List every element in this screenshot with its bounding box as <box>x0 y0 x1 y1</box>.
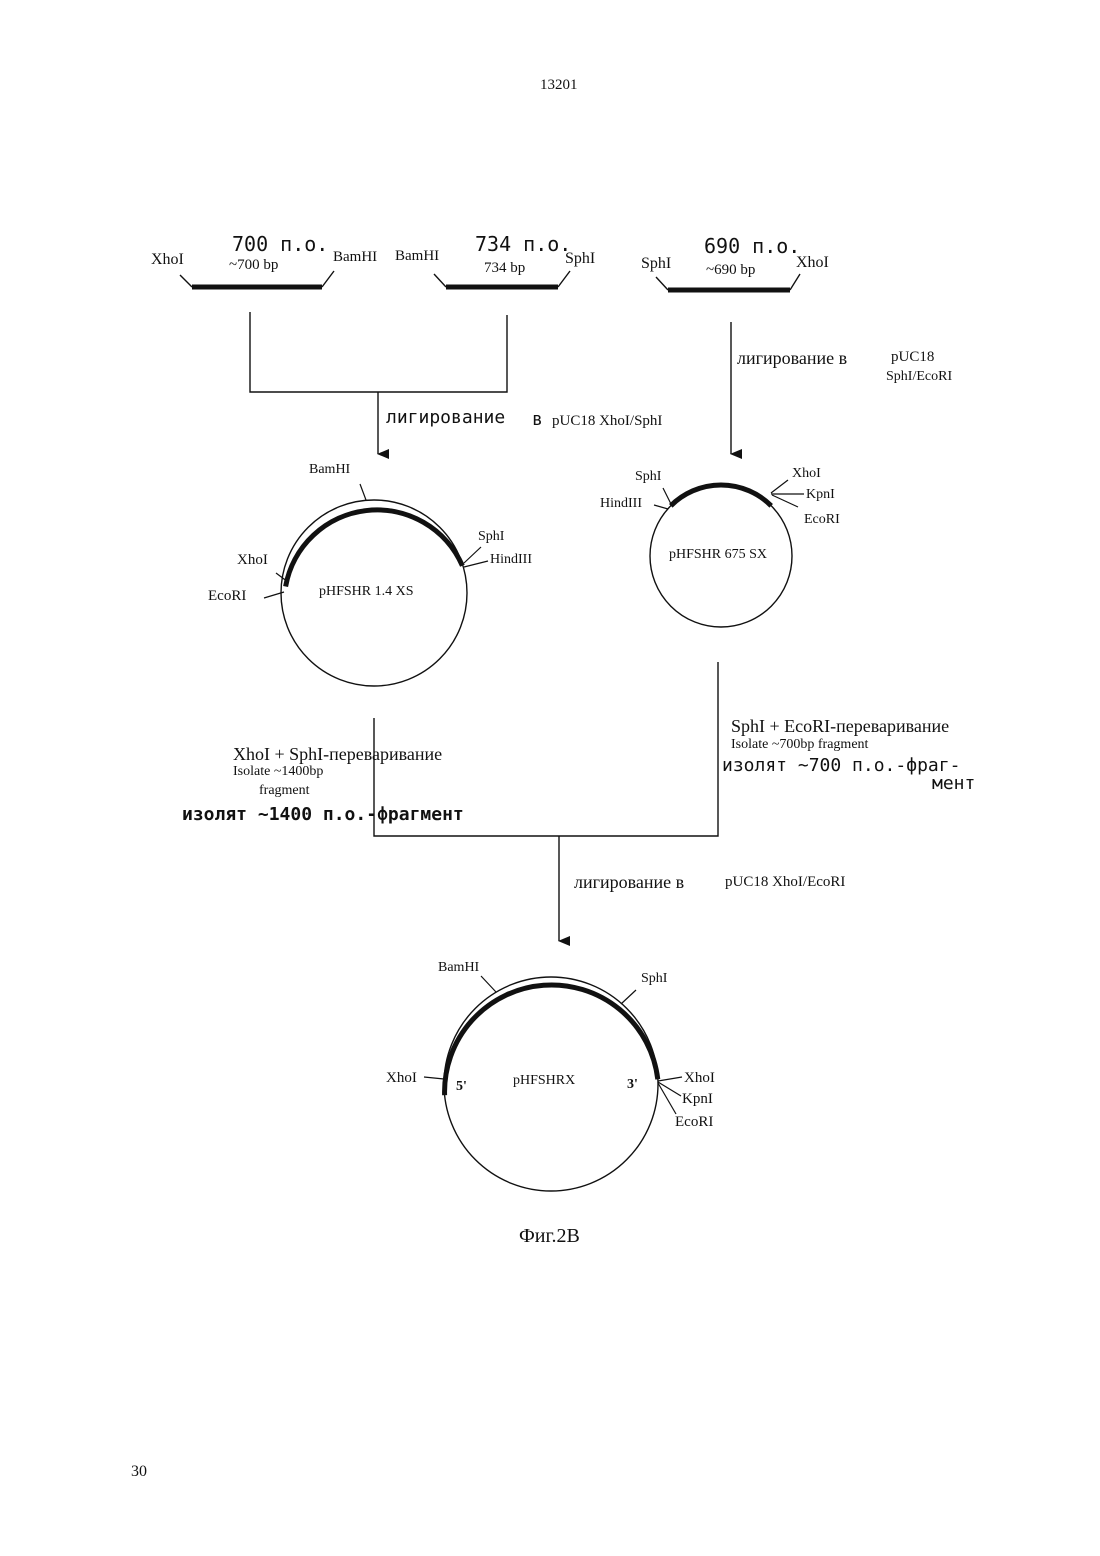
header-number: 13201 <box>540 78 578 93</box>
fragment-3-size-ru: 690 п.о. <box>704 236 800 256</box>
fragment-2-left-site: BamHI <box>395 249 439 264</box>
ligation-final-label: лигирование в <box>574 873 684 891</box>
left-merge-bracket <box>250 312 507 454</box>
digest-left-en-2: fragment <box>259 784 310 798</box>
plasmid-left-site-ecori: EcoRI <box>208 589 246 604</box>
plasmid-final-site-xhoi-left: XhoI <box>386 1071 417 1086</box>
fragment-2-right-site: SphI <box>565 251 595 267</box>
footer-page-number: 30 <box>131 1464 147 1480</box>
plasmid-final-site-xhoi-right: XhoI <box>684 1071 715 1086</box>
fragment-1-left-site: XhoI <box>151 252 184 268</box>
plasmid-right-site-xhoi: XhoI <box>792 467 821 481</box>
plasmid-right-site-ecori: EcoRI <box>804 513 840 527</box>
fragment-2-size-en: 734 bp <box>484 261 525 276</box>
fragment-3-size-en: ~690 bp <box>706 263 755 278</box>
plasmid-left-site-hindiii: HindIII <box>490 553 532 567</box>
plasmid-final-site-ecori: EcoRI <box>675 1115 713 1130</box>
digest-left-en-1: Isolate ~1400bp <box>233 765 323 779</box>
fragment-1-size-en: ~700 bp <box>229 258 278 273</box>
fragment-2-size-ru: 734 п.о. <box>475 234 571 254</box>
ligation-left-label: лигирование <box>386 409 505 427</box>
plasmid-final-5prime: 5' <box>456 1080 467 1094</box>
plasmid-left-name: pHFSHR 1.4 XS <box>319 585 414 599</box>
plasmid-right-site-kpni: KpnI <box>806 488 835 502</box>
fragment-3-right-site: XhoI <box>796 255 829 271</box>
digest-left-label: XhoI + SphI-переваривание <box>233 745 442 763</box>
ligation-left-vector: pUC18 XhoI/SphI <box>552 414 662 429</box>
plasmid-left-site-bamhi: BamHI <box>309 463 350 477</box>
isolate-right-label-1: изолят ~700 п.о.-фраг- <box>722 757 960 775</box>
fragment-1-size-ru: 700 п.о. <box>232 234 328 254</box>
plasmid-left-site-sphi: SphI <box>478 530 504 544</box>
ligation-final-vector: pUC18 XhoI/EcoRI <box>725 875 845 890</box>
figure-caption: Фиг.2B <box>519 1226 580 1246</box>
fragment-1-right-site: BamHI <box>333 250 377 265</box>
bottom-merge-bracket <box>374 662 718 941</box>
plasmid-final-site-sphi: SphI <box>641 972 667 986</box>
plasmid-left-site-xhoi: XhoI <box>237 553 268 568</box>
plasmid-final-name: pHFSHRX <box>513 1074 575 1088</box>
isolate-left-label: изолят ~1400 п.о.-фрагмент <box>182 806 464 824</box>
plasmid-right-site-hindiii: HindIII <box>600 497 642 511</box>
isolate-right-label-2: мент <box>932 775 975 793</box>
ligation-right-vector-1: pUC18 <box>891 350 934 365</box>
fragment-1-bar <box>180 271 334 287</box>
plasmid-right-name: pHFSHR 675 SX <box>669 548 767 562</box>
ligation-right-label: лигирование в <box>737 349 847 367</box>
plasmid-final-site-kpni: KpnI <box>682 1092 713 1107</box>
ligation-left-suffix: в <box>532 411 543 429</box>
plasmid-final-site-bamhi: BamHI <box>438 961 479 975</box>
plasmid-right-site-sphi: SphI <box>635 470 661 484</box>
digest-right-en: Isolate ~700bp fragment <box>731 738 868 752</box>
digest-right-label: SphI + EcoRI-переваривание <box>731 717 949 735</box>
plasmid-final-3prime: 3' <box>627 1078 638 1092</box>
fragment-3-left-site: SphI <box>641 256 671 272</box>
ligation-right-vector-2: SphI/EcoRI <box>886 370 952 384</box>
